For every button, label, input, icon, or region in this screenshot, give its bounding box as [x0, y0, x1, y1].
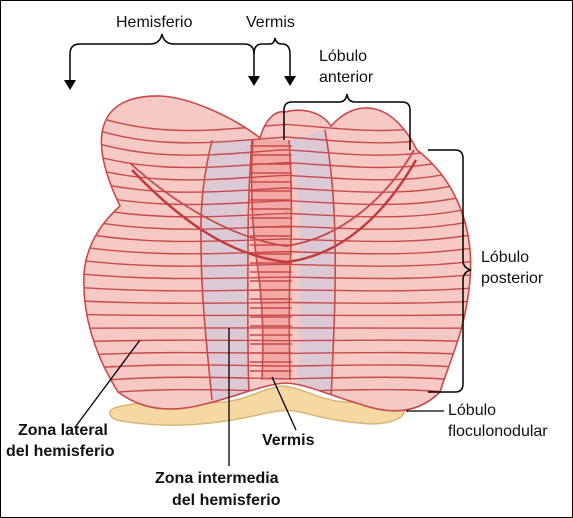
label-lobulo-anterior-2: anterior: [319, 69, 374, 86]
label-zona-lateral-2: del hemisferio: [6, 443, 115, 460]
label-zona-lateral-1: Zona lateral: [18, 422, 108, 439]
arrow-head-middle: [248, 76, 260, 86]
label-zona-intermedia-2: del hemisferio: [172, 492, 281, 509]
label-lobulo-anterior-1: Lóbulo: [319, 48, 367, 65]
vermis-bracket: [254, 38, 290, 54]
arrow-head-right: [284, 76, 296, 86]
label-lobulo-flocular-1: Lóbulo: [448, 402, 496, 419]
hemisferio-bracket: [70, 34, 254, 54]
label-zona-intermedia-1: Zona intermedia: [155, 470, 279, 487]
label-vermis-top: Vermis: [246, 14, 295, 31]
label-vermis-bottom: Vermis: [262, 432, 315, 449]
label-lobulo-flocular-2: floculonodular: [448, 423, 548, 440]
arrow-head-left: [64, 80, 76, 90]
label-lobulo-posterior-2: posterior: [481, 270, 544, 287]
label-hemisferio: Hemisferio: [116, 14, 193, 31]
label-lobulo-posterior-1: Lóbulo: [481, 249, 529, 266]
